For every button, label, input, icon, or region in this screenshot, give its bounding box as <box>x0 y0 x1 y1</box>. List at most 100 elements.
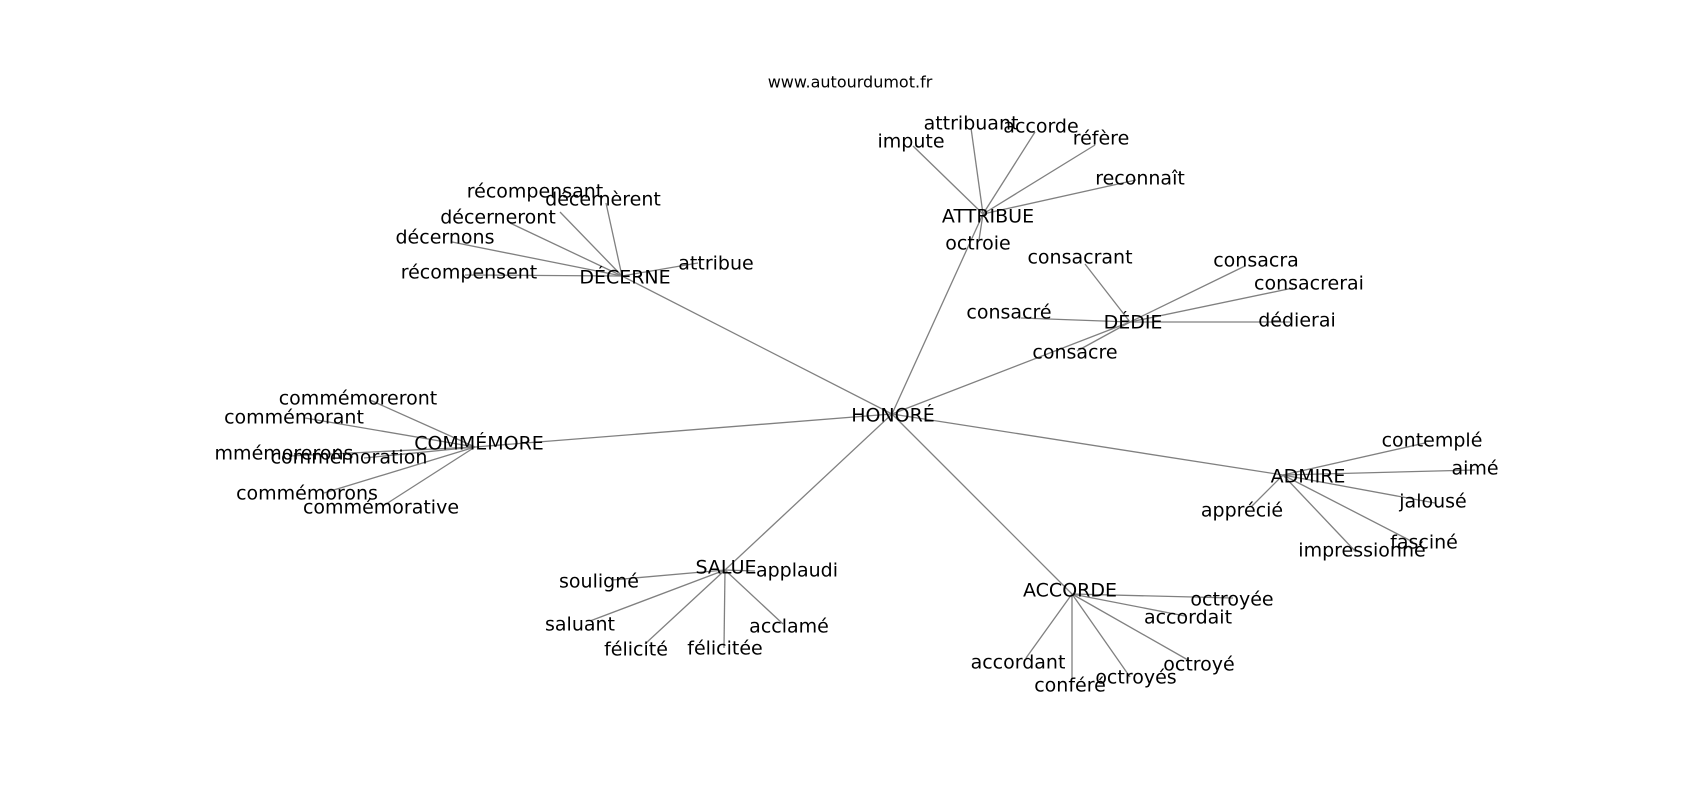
edge-hub-to-leaf <box>724 569 756 572</box>
edge-center-to-hub <box>891 413 1284 476</box>
leaf-node-label: commémorant <box>224 407 364 429</box>
leaf-node-label: reconnaît <box>1095 168 1185 190</box>
leaf-node-label: consacra <box>1213 250 1299 272</box>
edge-center-to-hub <box>891 213 984 415</box>
leaf-node-label: consacrant <box>1027 247 1132 269</box>
edge-hub-to-leaf <box>1282 474 1414 543</box>
leaf-node-label: récompensent <box>401 262 538 284</box>
hub-node-label: ADMIRE <box>1271 466 1346 488</box>
edge-hub-to-leaf <box>1071 593 1234 599</box>
edge-hub-to-leaf <box>323 446 476 494</box>
edge-hub-to-leaf <box>1025 593 1073 659</box>
leaf-node-label: consacré <box>966 302 1051 324</box>
leaf-node-label: apprécié <box>1201 500 1283 522</box>
edge-hub-to-leaf <box>369 399 476 448</box>
leaf-node-label: octroie <box>945 233 1011 255</box>
graph-edges <box>289 127 1476 679</box>
leaf-node-label: réfère <box>1073 128 1130 150</box>
edge-hub-to-leaf <box>1129 287 1294 323</box>
edge-hub-to-leaf <box>589 569 726 622</box>
leaf-node-label: accordant <box>971 652 1066 674</box>
hub-node-label: ATTRIBUE <box>942 206 1034 228</box>
edge-center-to-hub <box>474 413 893 448</box>
edge-hub-to-leaf <box>978 213 984 241</box>
edge-center-to-hub <box>621 275 893 415</box>
leaf-node-label: acclamé <box>749 616 829 638</box>
leaf-node-label: aimé <box>1451 458 1498 480</box>
edge-hub-to-leaf <box>1250 474 1284 508</box>
leaf-node-label: décernons <box>396 227 495 249</box>
edge-hub-to-leaf <box>1129 265 1246 323</box>
source-watermark: www.autourdumot.fr <box>768 73 933 92</box>
edge-hub-to-leaf <box>644 569 726 645</box>
edge-hub-to-leaf <box>1020 317 1131 323</box>
leaf-node-label: octroyée <box>1190 589 1273 611</box>
leaf-node-label: commémorative <box>303 497 459 519</box>
edge-hub-to-leaf <box>605 202 623 277</box>
leaf-node-label: souligné <box>559 571 639 593</box>
edge-center-to-hub <box>891 413 1073 595</box>
leaf-node-label: récompensant <box>467 181 604 203</box>
edge-hub-to-leaf <box>970 127 984 215</box>
leaf-node-label: consacrerai <box>1254 273 1364 295</box>
edge-hub-to-leaf <box>1071 593 1186 617</box>
leaf-node-label: accordait <box>1144 607 1232 629</box>
leaf-node-label: conféré <box>1034 675 1106 697</box>
edge-hub-to-leaf <box>982 144 1096 215</box>
leaf-node-label: décernèrent <box>545 189 661 211</box>
edge-hub-to-leaf <box>289 446 476 457</box>
hub-node-label: SALUE <box>696 557 757 579</box>
edge-hub-to-leaf <box>1282 474 1357 553</box>
leaf-node-label: applaudi <box>756 560 838 582</box>
edge-hub-to-leaf <box>912 145 984 215</box>
leaf-node-label: octroyés <box>1095 667 1176 689</box>
graph-labels: HONORÉDÉCERNErécompensantdécernèrentdéce… <box>215 113 1499 697</box>
edge-center-to-hub <box>891 321 1131 415</box>
leaf-node-label: jalousé <box>1398 491 1466 513</box>
hub-node-label: DÉDIE <box>1104 311 1163 334</box>
leaf-node-label: fasciné <box>1390 532 1458 554</box>
edge-hub-to-leaf <box>1084 263 1131 323</box>
edge-hub-to-leaf <box>1282 469 1476 476</box>
edge-hub-to-leaf <box>723 569 726 649</box>
edge-hub-to-leaf <box>1071 593 1131 678</box>
hub-node-label: ACCORDE <box>1023 580 1117 602</box>
edge-hub-to-leaf <box>1071 593 1189 661</box>
edge-hub-to-leaf <box>982 131 1036 215</box>
leaf-node-label: commémorons <box>236 483 378 505</box>
leaf-node-label: commémoreront <box>279 388 438 410</box>
leaf-node-label: octroyé <box>1163 654 1234 676</box>
edge-hub-to-leaf <box>363 446 476 459</box>
leaf-node-label: attribuant <box>924 113 1019 135</box>
leaf-node-label: félicité <box>604 639 668 661</box>
edge-hub-to-leaf <box>304 417 476 448</box>
leaf-node-label: commémoration <box>271 447 428 469</box>
edge-hub-to-leaf <box>1282 442 1426 476</box>
hub-node-label: COMMÉMORE <box>414 432 544 455</box>
edge-hub-to-leaf <box>611 569 726 581</box>
edge-hub-to-leaf <box>724 569 784 625</box>
leaf-node-label: accorde <box>1003 116 1078 138</box>
edge-hub-to-leaf <box>982 179 1137 215</box>
leaf-node-label: saluant <box>545 614 615 636</box>
leaf-node-label: félicitée <box>687 638 763 660</box>
hub-node-label: DÉCERNE <box>579 266 670 289</box>
edge-hub-to-leaf <box>559 211 623 277</box>
leaf-node-label: décerneront <box>440 207 556 229</box>
leaf-node-label: impressionné <box>1298 540 1425 562</box>
edge-hub-to-leaf <box>451 241 623 277</box>
edge-hub-to-leaf <box>509 222 623 277</box>
edge-hub-to-leaf <box>382 446 476 507</box>
edge-hub-to-leaf <box>1076 321 1131 352</box>
leaf-node-label: impute <box>877 131 944 153</box>
center-node-label: HONORÉ <box>851 404 935 427</box>
leaf-node-label: dédierai <box>1258 310 1336 332</box>
edge-hub-to-leaf <box>1282 474 1436 504</box>
leaf-node-label: attribue <box>678 253 753 275</box>
leaf-node-label: consacre <box>1032 342 1117 364</box>
leaf-node-label: contemplé <box>1382 430 1483 452</box>
edge-hub-to-leaf <box>621 262 699 277</box>
edge-hub-to-leaf <box>464 274 623 277</box>
edge-center-to-hub <box>724 413 893 571</box>
